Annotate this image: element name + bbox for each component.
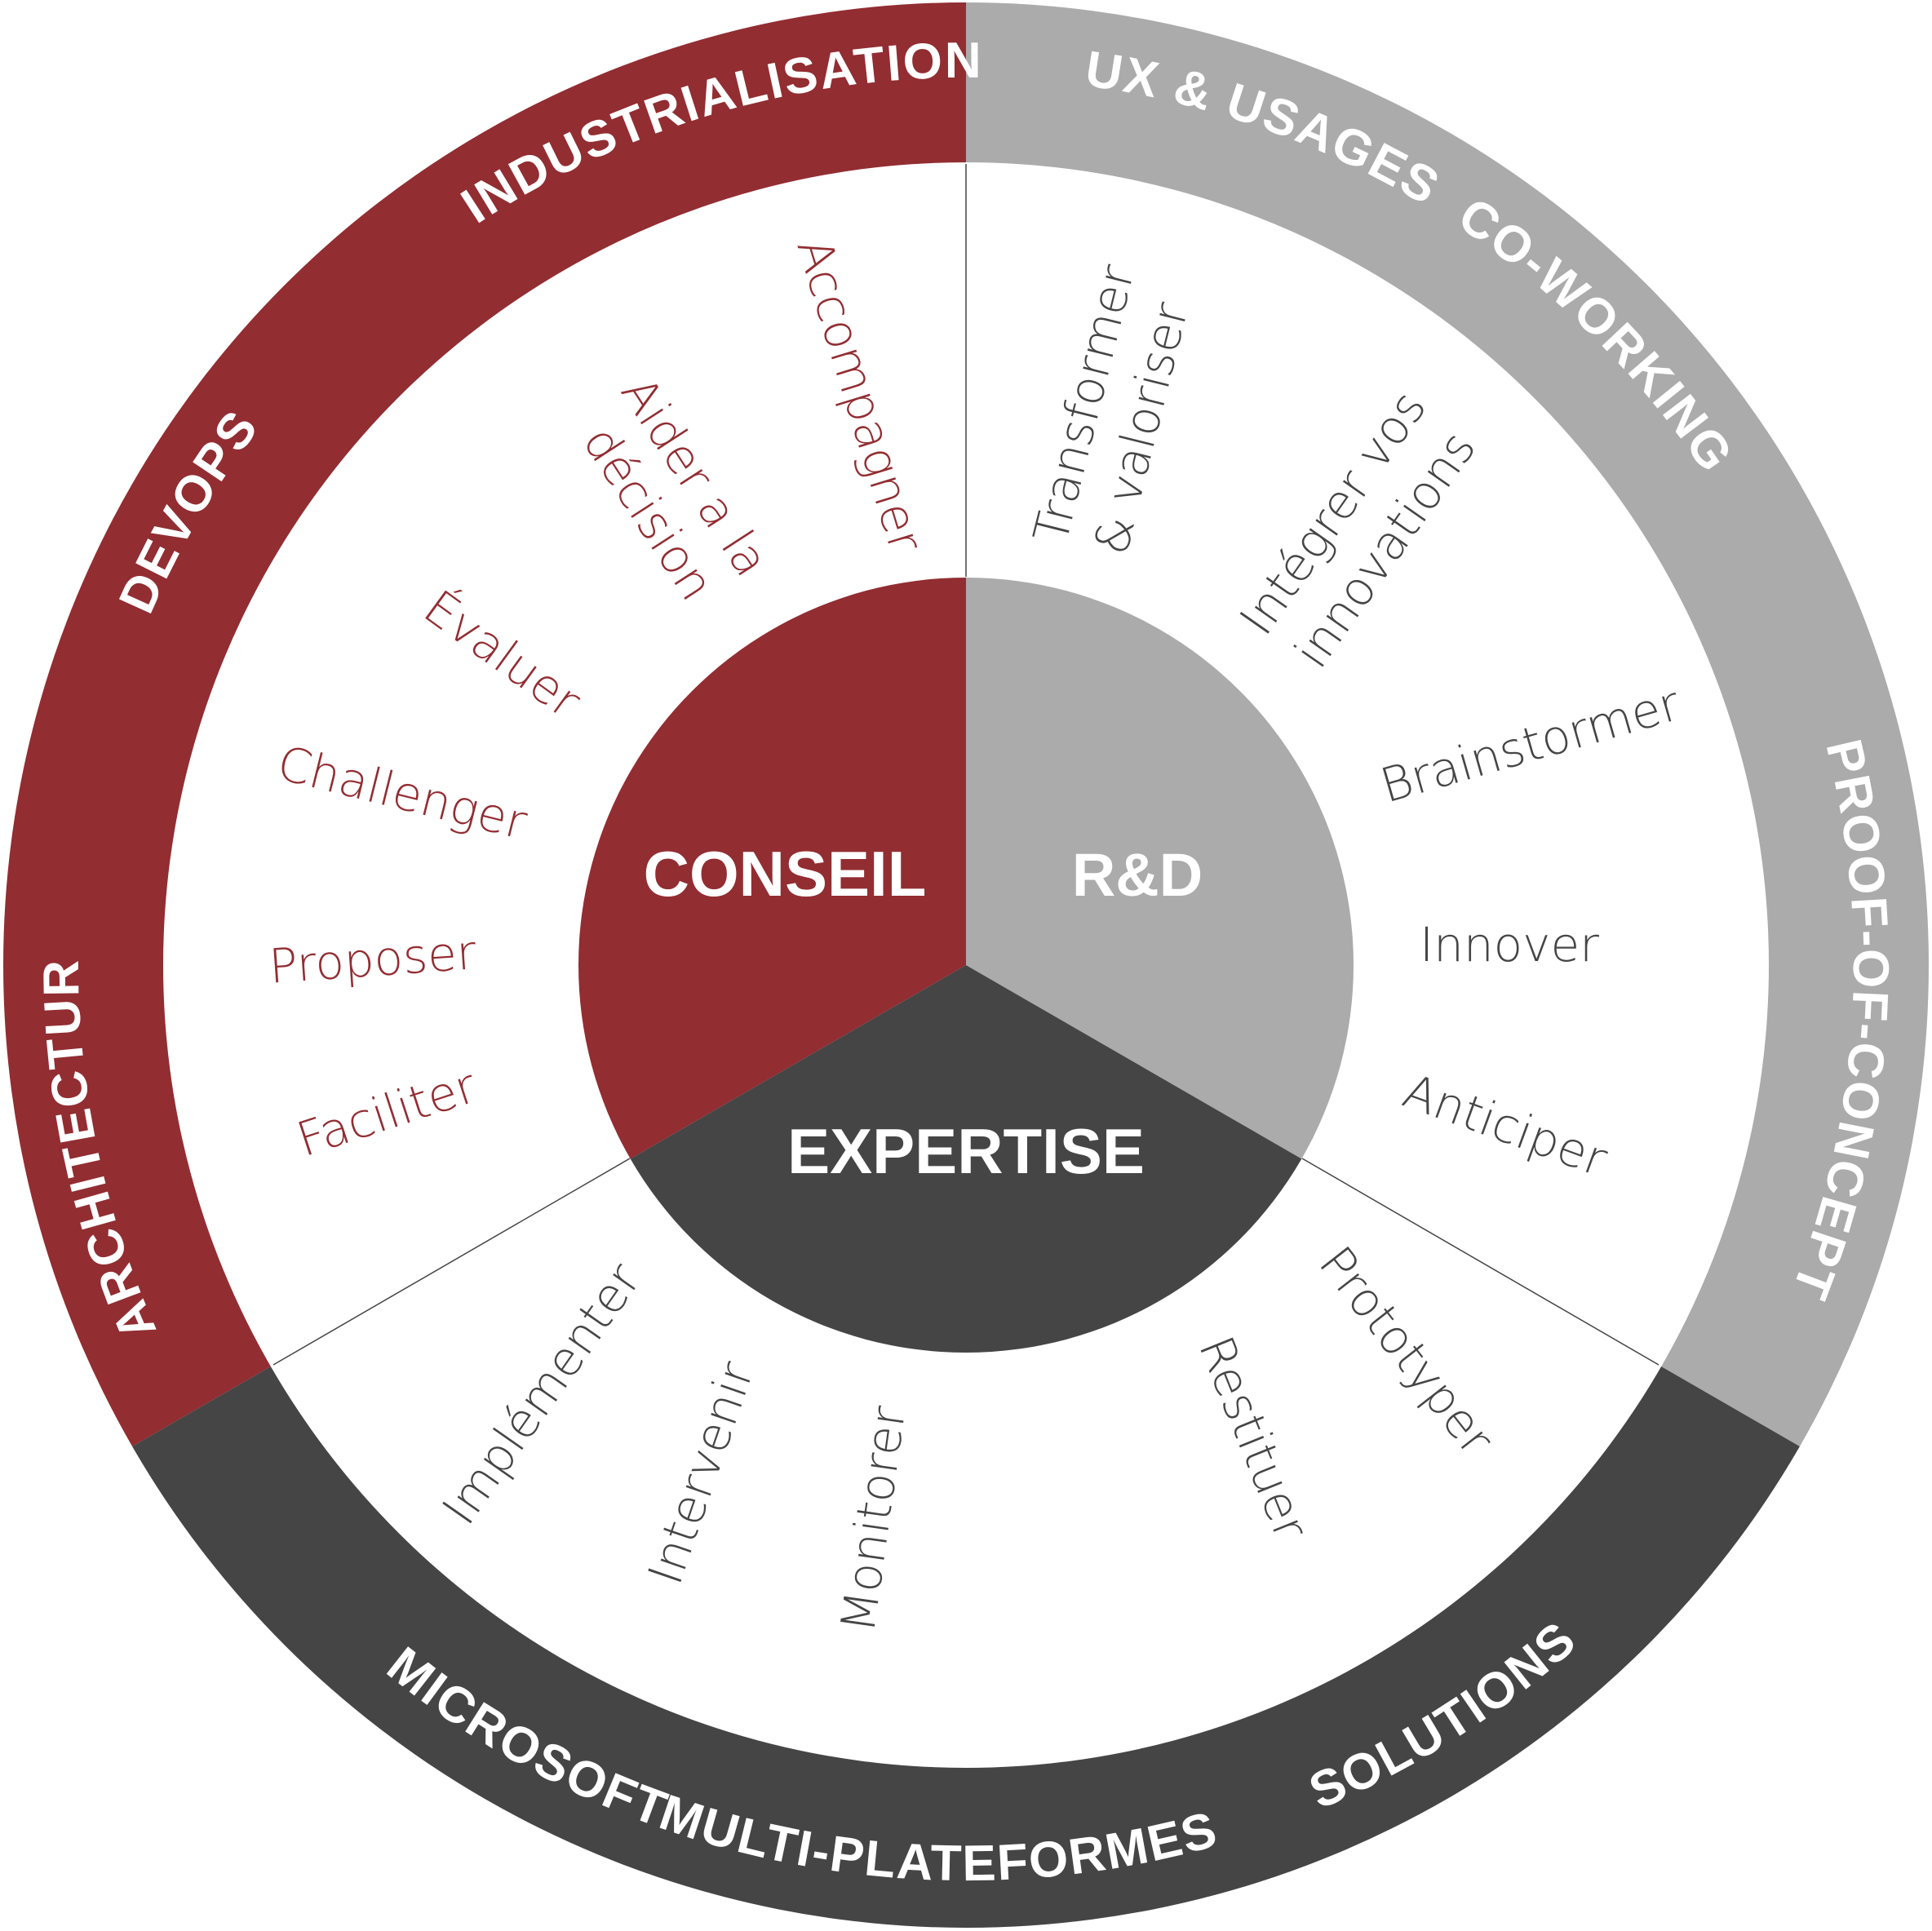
verb-prototyper: Prototyper [1308, 1236, 1504, 1465]
verb-innover: Innover [1420, 917, 1599, 972]
verb-challenger: Challenger [272, 735, 532, 850]
sector-dividers [273, 164, 1659, 1366]
verb-brainstormer: Brainstormer [1375, 675, 1686, 813]
verb-monitorer: Monitorer [830, 1402, 916, 1636]
verb-faciliter: Faciliter [290, 1058, 483, 1168]
divider-lower-left [273, 1158, 631, 1366]
core-sector-expertise [630, 965, 1302, 1353]
verb-restituer: Restituer [1188, 1329, 1319, 1548]
verb-implementer: Implémenter [432, 1253, 652, 1535]
core-sector-rnd [966, 578, 1354, 1159]
core-label-rnd: R&D [1072, 841, 1203, 909]
verb-anticiper: Anticiper [1396, 1063, 1614, 1188]
core-label-expertise: EXPERTISE [787, 1115, 1145, 1187]
core-sector-conseil [578, 578, 966, 1159]
ring-sector-rnd [966, 2, 1929, 1446]
verb-accompagner: Accompagner [786, 232, 933, 559]
ring-sector-expertise [132, 1366, 1800, 1928]
ring-sector-conseil [3, 2, 967, 1446]
verb-proposer: Proposer [268, 924, 478, 994]
core-label-conseil: CONSEIL [644, 838, 927, 910]
outer-ring [3, 2, 1929, 1928]
core-disc [578, 578, 1354, 1353]
verb-evaluer: Évaluer [414, 578, 592, 729]
verb-intervenir: Intervenir [637, 1355, 764, 1592]
divider-lower-right [1301, 1158, 1659, 1366]
